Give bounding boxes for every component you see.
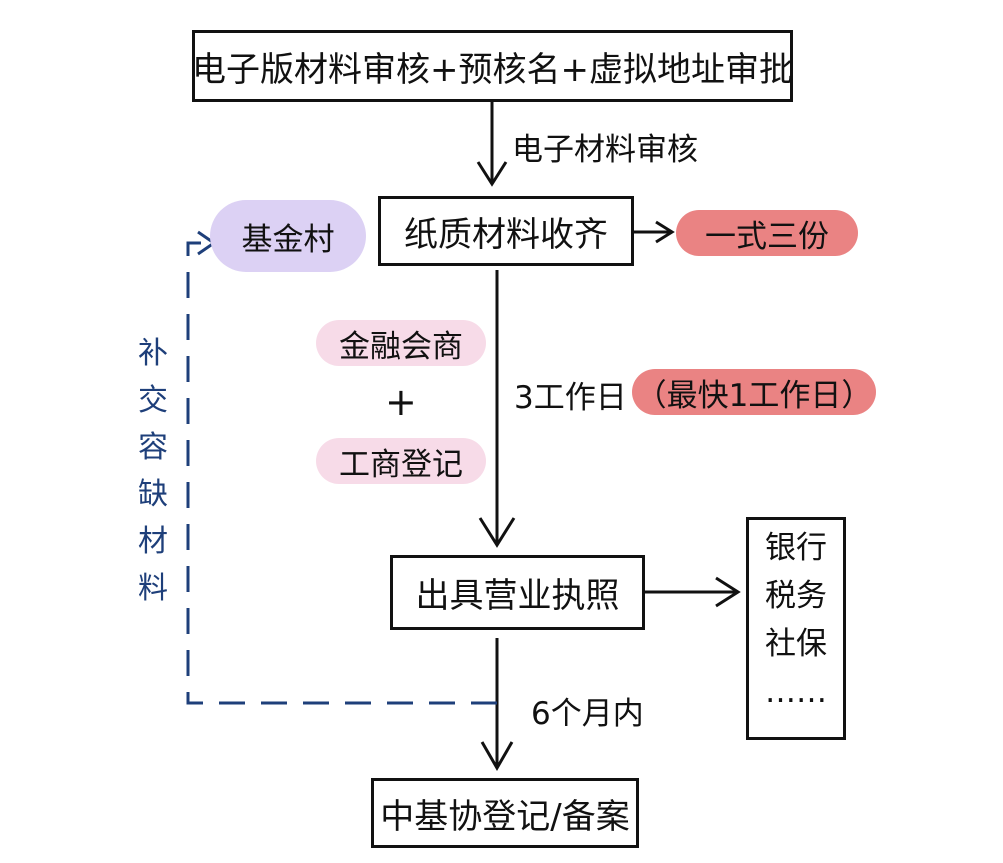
edge-label-e2: 3工作日 bbox=[514, 380, 627, 416]
plus-sign: + bbox=[385, 380, 417, 424]
side-label-char: 料 bbox=[138, 571, 168, 606]
tag-fund-village: 基金村 bbox=[210, 200, 366, 272]
arrowhead-step3 bbox=[478, 517, 516, 548]
node-step3: 出具营业执照 bbox=[390, 555, 645, 630]
output-tax: 税务 bbox=[765, 578, 827, 614]
arrowhead-step4 bbox=[480, 741, 514, 772]
node-step2: 纸质材料收齐 bbox=[378, 196, 634, 266]
side-label-char: 材 bbox=[138, 524, 168, 559]
tag-copies: 一式三份 bbox=[676, 210, 858, 256]
side-label-char: 容 bbox=[138, 430, 168, 465]
output-bank: 银行 bbox=[765, 530, 827, 566]
side-label-char: 补 bbox=[138, 336, 168, 371]
arrowhead-step2 bbox=[476, 161, 508, 187]
side-label-char: 交 bbox=[138, 383, 168, 418]
node-step4: 中基协登记/备案 bbox=[371, 778, 639, 848]
edge-label-e1: 电子材料审核 bbox=[512, 132, 698, 168]
side-label-supplement-materials: 补 交 容 缺 材 料 bbox=[133, 330, 173, 612]
outputs-list: 银行 税务 社保 …… bbox=[746, 517, 846, 740]
arrowhead-copies bbox=[655, 220, 675, 244]
tag-fastest: （最快1工作日） bbox=[632, 369, 876, 415]
arrowhead-outputs bbox=[715, 576, 741, 608]
tag-finance-meeting: 金融会商 bbox=[316, 320, 486, 366]
node-step1: 电子版材料审核+预核名+虚拟地址审批 bbox=[192, 30, 793, 102]
dashed-feedback-loop bbox=[186, 241, 497, 705]
output-etc: …… bbox=[765, 674, 827, 710]
side-label-char: 缺 bbox=[138, 477, 168, 512]
tag-business-registration: 工商登记 bbox=[316, 438, 486, 484]
edge-label-e3: 6个月内 bbox=[531, 696, 644, 732]
output-social-security: 社保 bbox=[765, 626, 827, 662]
